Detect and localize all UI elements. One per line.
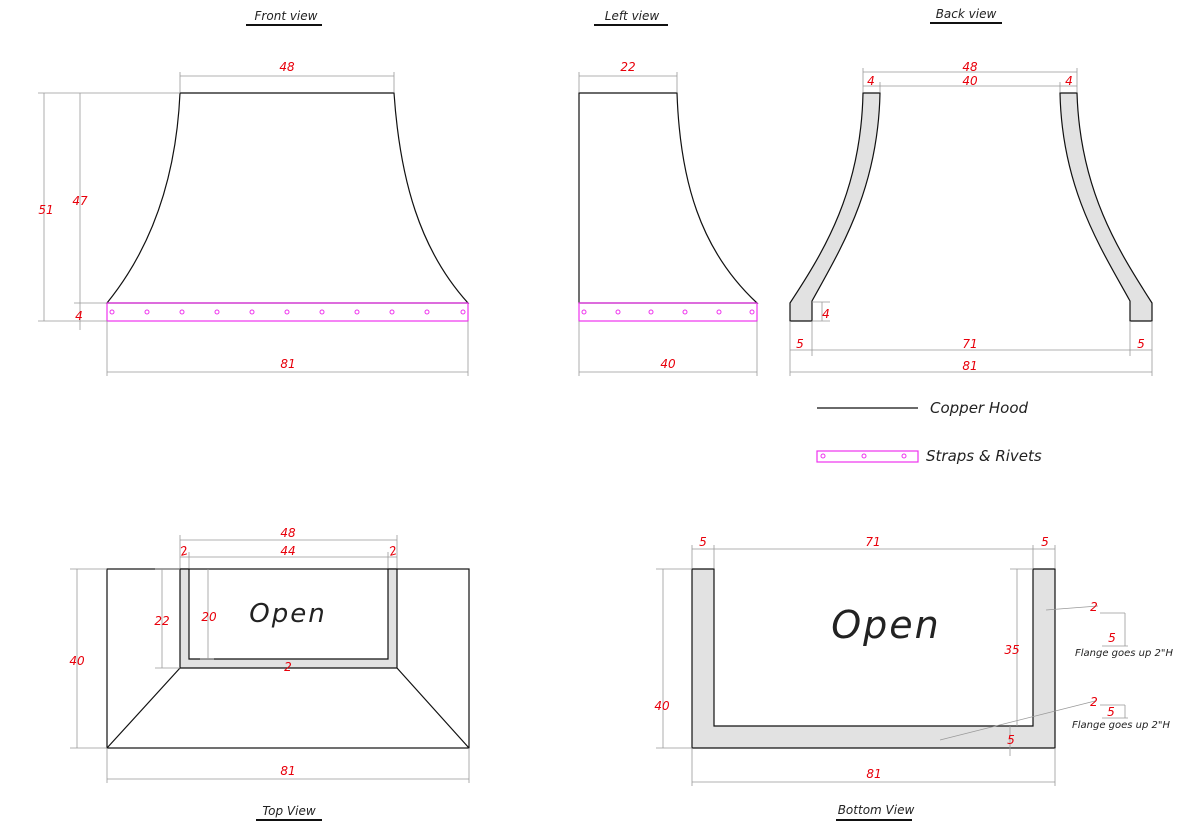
legend-strap-swatch bbox=[816, 450, 919, 463]
front-rivets bbox=[109, 309, 466, 315]
bottom-dim-height: 40 bbox=[654, 699, 670, 713]
flange-callout-a: 2 5 Flange goes up 2"H bbox=[1045, 600, 1174, 659]
top-view: 48 44 2 2 2 Open 22 20 40 81 Top View bbox=[69, 526, 470, 821]
legend: Copper Hood Straps & Rivets bbox=[816, 399, 1042, 465]
left-dim-top: 22 bbox=[620, 60, 635, 74]
left-view: Left view 22 40 bbox=[578, 9, 759, 376]
bottom-dim-leg-right: 5 bbox=[1041, 535, 1049, 549]
back-dim-wall-right: 4 bbox=[1065, 74, 1073, 88]
left-strap bbox=[578, 302, 758, 322]
bottom-open-label: Open bbox=[831, 603, 941, 647]
front-dim-top: 48 bbox=[279, 60, 295, 74]
left-rivets bbox=[581, 309, 755, 315]
back-dim-leg-left: 5 bbox=[796, 337, 804, 351]
left-view-title: Left view bbox=[605, 9, 660, 23]
bottom-dim-wall: 5 bbox=[1007, 733, 1015, 747]
top-dim-outer: 48 bbox=[280, 526, 296, 540]
back-view: Back view 48 40 4 4 4 5 71 5 81 bbox=[789, 7, 1153, 376]
bottom-u-shape bbox=[691, 568, 1056, 749]
bottom-view: 5 71 5 Open 40 35 5 2 5 Flange goes up 2… bbox=[654, 535, 1174, 821]
left-hood-outline bbox=[578, 92, 759, 304]
bottom-dim-width: 81 bbox=[866, 767, 881, 781]
top-dim-depth-inner: 20 bbox=[201, 610, 217, 624]
left-dim-bottom: 40 bbox=[660, 357, 676, 371]
top-dim-wall-right: 2 bbox=[387, 543, 398, 559]
top-dim-wall-left: 2 bbox=[178, 543, 189, 559]
back-dim-strap: 4 bbox=[822, 307, 830, 321]
back-dim-top-outer: 48 bbox=[962, 60, 978, 74]
back-dim-total: 81 bbox=[962, 359, 977, 373]
flange-a-dim2: 5 bbox=[1108, 631, 1116, 645]
front-view-title: Front view bbox=[255, 9, 318, 23]
front-dim-strap-height: 4 bbox=[75, 309, 83, 323]
top-u-channel bbox=[179, 568, 398, 669]
flange-a-note: Flange goes up 2"H bbox=[1075, 648, 1174, 659]
back-wall-right bbox=[1059, 92, 1153, 322]
front-hood-outline bbox=[105, 92, 470, 304]
top-open-label: Open bbox=[249, 599, 326, 629]
bottom-dim-inner: 71 bbox=[865, 535, 880, 549]
front-dim-total-height: 51 bbox=[38, 203, 53, 217]
front-dim-body-height: 47 bbox=[72, 194, 88, 208]
front-view: Front view 48 51 47 bbox=[38, 9, 470, 376]
back-dim-leg-right: 5 bbox=[1137, 337, 1145, 351]
back-dim-inner: 71 bbox=[962, 337, 977, 351]
top-dim-wall-bottom: 2 bbox=[284, 660, 292, 674]
flange-b-dim2: 5 bbox=[1107, 705, 1115, 719]
flange-callout-b: 2 5 Flange goes up 2"H bbox=[939, 695, 1171, 741]
back-wall-left bbox=[789, 92, 881, 322]
bottom-view-title: Bottom View bbox=[838, 803, 915, 817]
front-dim-bottom: 81 bbox=[280, 357, 295, 371]
back-dim-top-inner: 40 bbox=[962, 74, 978, 88]
top-outer-rect bbox=[106, 568, 470, 749]
bottom-dim-leg-left: 5 bbox=[699, 535, 707, 549]
top-dim-depth-outer: 22 bbox=[154, 614, 169, 628]
front-strap bbox=[106, 302, 469, 322]
flange-a-dim1: 2 bbox=[1090, 600, 1098, 614]
legend-copper-label: Copper Hood bbox=[930, 399, 1028, 417]
top-dim-height: 40 bbox=[69, 654, 85, 668]
back-dim-wall-left: 4 bbox=[867, 74, 875, 88]
flange-b-dim1: 2 bbox=[1090, 695, 1098, 709]
top-dim-width: 81 bbox=[280, 764, 295, 778]
top-view-title: Top View bbox=[262, 804, 316, 818]
legend-strap-label: Straps & Rivets bbox=[926, 447, 1042, 465]
bottom-dim-inner-height: 35 bbox=[1004, 643, 1019, 657]
back-view-title: Back view bbox=[936, 7, 997, 21]
flange-b-note: Flange goes up 2"H bbox=[1072, 720, 1171, 731]
top-dim-inner: 44 bbox=[280, 544, 295, 558]
